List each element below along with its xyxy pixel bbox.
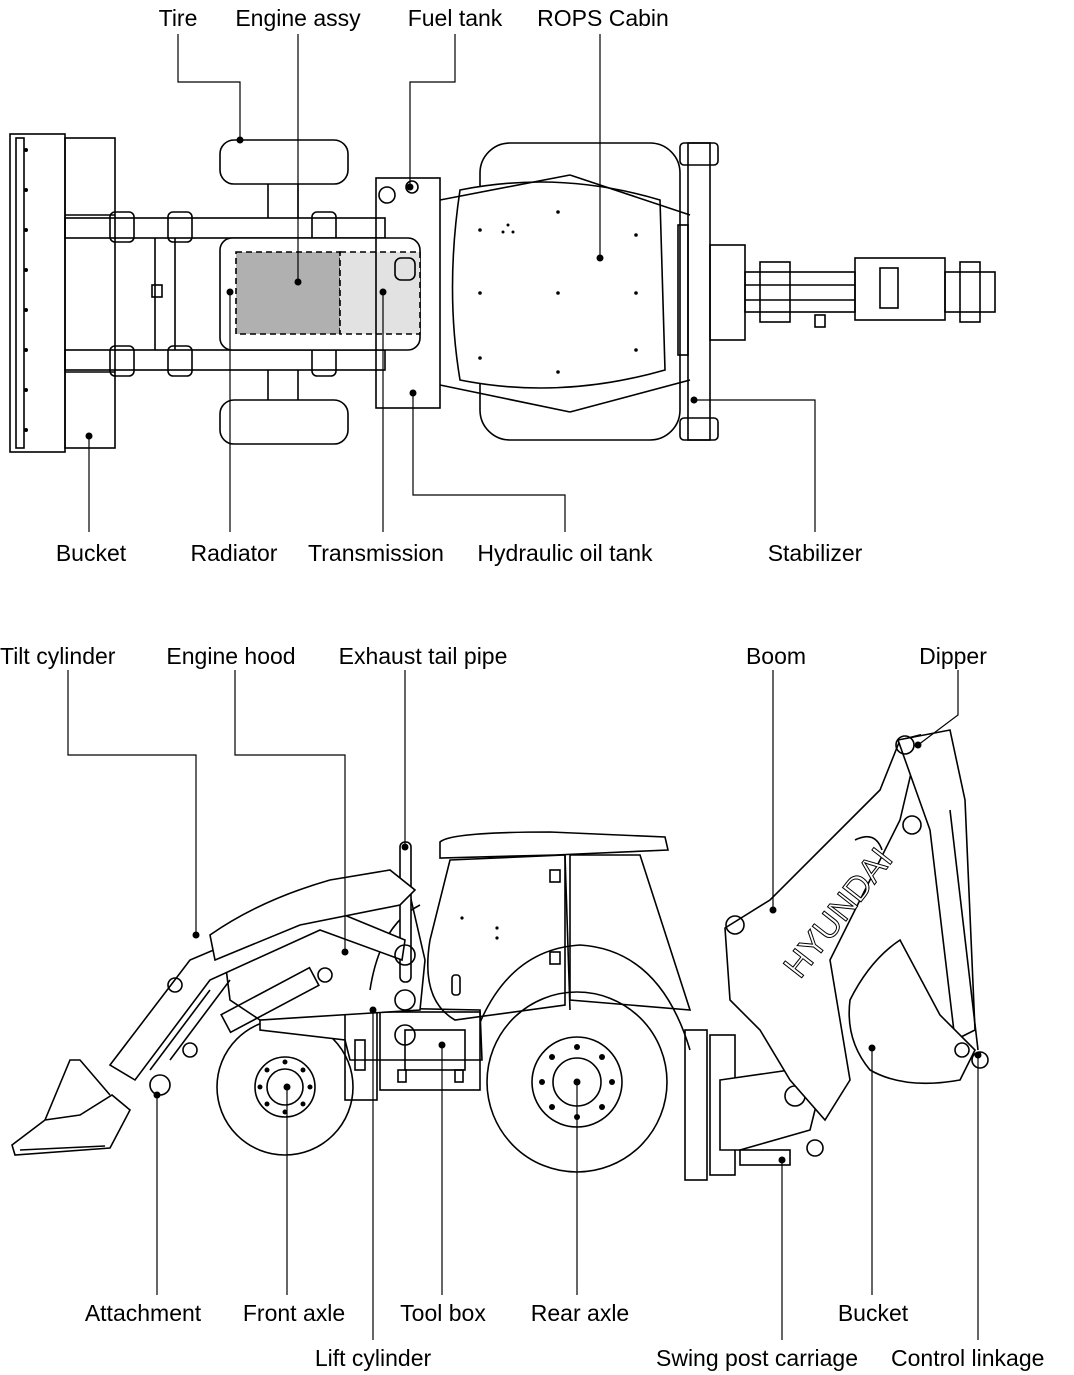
label-rops-cabin: ROPS Cabin [537,5,669,31]
label-lift-cylinder: Lift cylinder [314,1345,432,1371]
side-view: HYUNDAI [11,670,989,1340]
label-radiator: Radiator [190,540,278,566]
label-front-axle: Front axle [242,1300,346,1326]
side-chassis [259,1007,483,1101]
label-engine-assy: Engine assy [235,5,361,31]
label-stabilizer: Stabilizer [767,540,863,566]
label-fuel-tank: Fuel tank [407,5,503,31]
side-loader-arm [108,869,417,1096]
side-front-bucket [11,1059,132,1156]
top-stabilizer [677,142,719,441]
label-tool-box: Tool box [400,1300,486,1326]
top-backhoe-arm [709,244,996,341]
top-leader-dots [85,136,698,440]
label-exhaust-tail-pipe: Exhaust tail pipe [338,643,508,669]
side-leader-lines [67,670,979,1340]
top-rops-cabin [439,142,691,441]
label-swing-post-carriage: Swing post carriage [656,1345,858,1371]
label-engine-hood: Engine hood [166,643,296,669]
top-view [9,34,996,532]
label-tire: Tire [158,5,198,31]
side-rear-wheel [469,944,691,1173]
label-side-bucket: Bucket [837,1300,909,1326]
side-exhaust-pipe [399,841,412,983]
top-leader-lines [88,34,816,532]
side-cabin [427,831,692,1021]
side-leader-dots [153,741,982,1164]
label-rear-axle: Rear axle [530,1300,630,1326]
label-attachment: Attachment [84,1300,202,1326]
label-dipper: Dipper [919,643,987,669]
label-boom: Boom [745,643,807,669]
label-tilt-cylinder: Tilt cylinder [0,643,116,669]
label-top-bucket: Bucket [55,540,127,566]
side-dipper [895,729,979,1051]
label-transmission: Transmission [308,540,444,566]
top-front-bucket [9,133,116,453]
label-hydraulic-oil-tank: Hydraulic oil tank [477,540,653,566]
side-backhoe-bucket [848,938,989,1085]
label-control-linkage: Control linkage [891,1345,1045,1371]
